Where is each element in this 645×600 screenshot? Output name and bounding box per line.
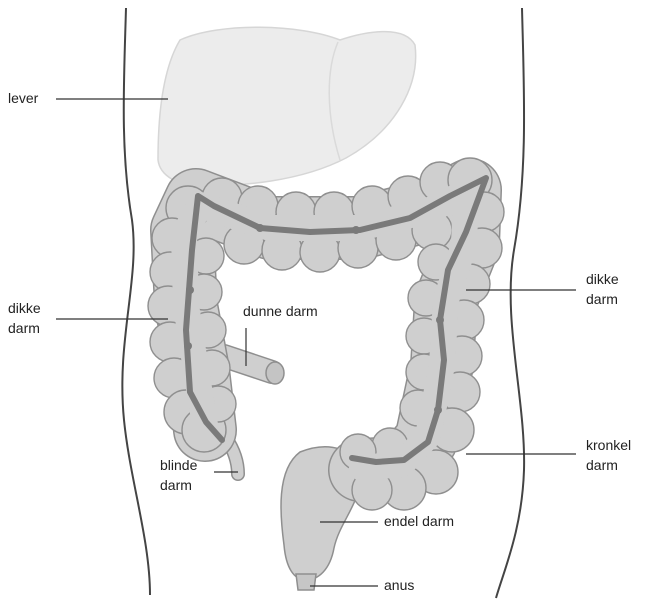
- band-node: [436, 316, 444, 324]
- label-blinde-darm-line1: blinde: [160, 455, 197, 475]
- band-node: [434, 406, 442, 414]
- anus-canal: [296, 574, 316, 590]
- small-intestine: [224, 356, 284, 384]
- band-node: [184, 342, 192, 350]
- label-dikke-darm-left: dikke darm: [8, 298, 41, 338]
- label-dikke-darm-right-line1: dikke: [586, 269, 619, 289]
- label-blinde-darm: blinde darm: [160, 455, 197, 495]
- label-dikke-darm-left-line1: dikke: [8, 298, 41, 318]
- band-node: [352, 226, 360, 234]
- label-dunne-darm: dunne darm: [243, 301, 318, 321]
- label-blinde-darm-line2: darm: [160, 475, 197, 495]
- label-lever-text: lever: [8, 88, 38, 108]
- small-intestine-end: [266, 362, 284, 384]
- label-kronkel-darm-line2: darm: [586, 455, 631, 475]
- liver-shape: [158, 27, 416, 186]
- label-dikke-darm-right: dikke darm: [586, 269, 619, 309]
- body-outline-left: [122, 8, 150, 595]
- label-endel-darm-text: endel darm: [384, 511, 454, 531]
- label-anus: anus: [384, 575, 414, 595]
- band-node: [256, 224, 264, 232]
- label-dunne-darm-text: dunne darm: [243, 301, 318, 321]
- label-kronkel-darm: kronkel darm: [586, 435, 631, 475]
- label-endel-darm: endel darm: [384, 511, 454, 531]
- body-outline-right: [496, 8, 524, 598]
- label-anus-text: anus: [384, 575, 414, 595]
- label-lever: lever: [8, 88, 38, 108]
- band-node: [186, 286, 194, 294]
- label-dikke-darm-left-line2: darm: [8, 318, 41, 338]
- liver: [158, 27, 416, 186]
- label-dikke-darm-right-line2: darm: [586, 289, 619, 309]
- label-kronkel-darm-line1: kronkel: [586, 435, 631, 455]
